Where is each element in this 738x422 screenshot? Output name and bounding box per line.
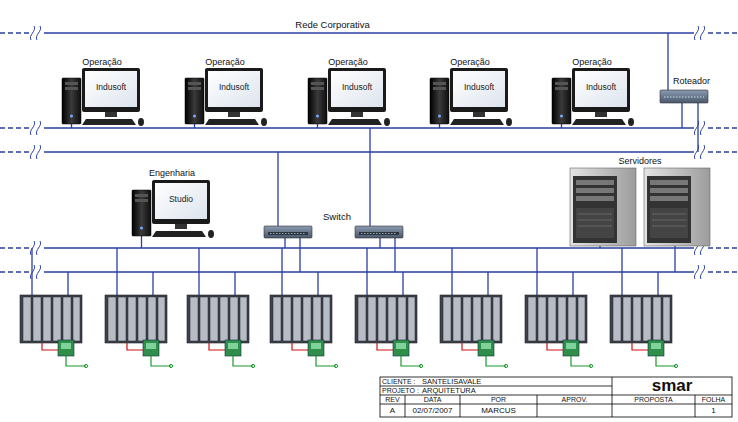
screen-text: Indusoft [575, 82, 627, 93]
screen-text: Indusoft [85, 82, 137, 93]
router-symbol [660, 90, 708, 103]
switch-symbol [264, 226, 312, 238]
title-field: APROV. [537, 395, 612, 404]
title-value: A [380, 405, 405, 417]
controller-rack [105, 248, 173, 368]
operator-pc [62, 68, 144, 126]
router-label: Roteador [671, 75, 721, 87]
operator-station: OperaçãoIndusoft [547, 57, 637, 127]
controller-rack [440, 248, 508, 368]
operator-pc [430, 68, 512, 126]
company-logo: smar [612, 377, 732, 395]
screen-text: Indusoft [208, 82, 260, 93]
operator-station: OperaçãoIndusoft [57, 57, 147, 127]
operator-pc [308, 68, 390, 126]
station-heading: Operação [57, 57, 147, 68]
title-value: 02/07/2007 [405, 405, 460, 417]
operator-pc [185, 68, 267, 126]
controller-rack [270, 248, 338, 368]
screen-text: Indusoft [331, 82, 383, 93]
station-heading: Engenharia [127, 168, 217, 179]
engineering-pc [132, 180, 214, 238]
network-bus [0, 265, 738, 279]
title-block-grid [380, 377, 732, 417]
station-heading: Operação [547, 57, 637, 68]
title-field: DATA [405, 395, 460, 404]
screen-text: Studio [155, 194, 207, 205]
title-field: CLIENTE : [382, 377, 422, 386]
network-label: Rede Corporativa [270, 19, 395, 31]
title-field: POR [460, 395, 537, 404]
server-symbol [570, 168, 636, 246]
operator-station: OperaçãoIndusoft [425, 57, 515, 127]
title-field: FOLHA [695, 395, 732, 404]
controller-rack [355, 248, 423, 368]
title-value: 1 [695, 405, 732, 417]
operator-station: OperaçãoIndusoft [180, 57, 270, 127]
title-value: ARQUITETURA [422, 386, 572, 395]
station-heading: Operação [303, 57, 393, 68]
bus-drops [72, 33, 699, 272]
engineering-station: EngenhariaStudio [127, 168, 217, 230]
station-heading: Operação [180, 57, 270, 68]
controller-rack [525, 248, 593, 368]
title-value: SANTELISAVALE [422, 377, 572, 386]
title-field: PROJETO : [382, 386, 422, 395]
controller-rack [20, 248, 88, 368]
title-field: REV [380, 395, 405, 404]
screen-text: Indusoft [453, 82, 505, 93]
server-symbol [644, 168, 710, 246]
operator-station: OperaçãoIndusoft [303, 57, 393, 127]
servers-label: Servidores [565, 156, 715, 167]
controller-rack [610, 248, 678, 368]
router-node: Roteador [671, 75, 721, 89]
title-field: PROPOSTA [612, 395, 695, 404]
station-heading: Operação [425, 57, 515, 68]
switch-symbol [355, 226, 403, 238]
switch-label: Switch [312, 211, 362, 222]
controller-rack [187, 248, 255, 368]
operator-pc [552, 68, 634, 126]
title-value: MARCUS [460, 405, 537, 417]
servers-node: Servidores [565, 156, 715, 248]
